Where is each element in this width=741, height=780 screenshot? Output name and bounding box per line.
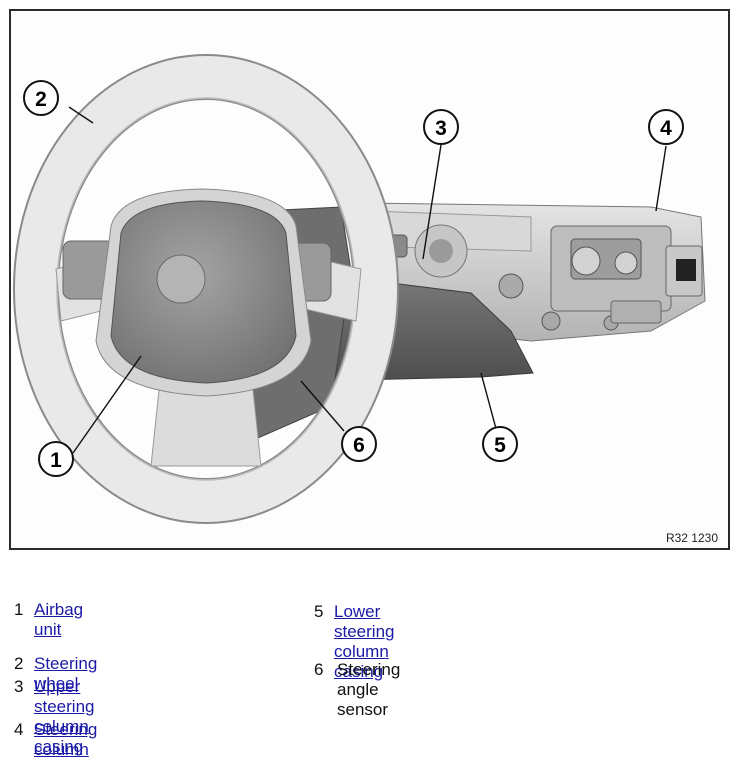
- callout-5-number: 5: [494, 434, 506, 457]
- legend-number: 4: [14, 720, 24, 739]
- steering-column-link[interactable]: Steering column: [34, 720, 98, 759]
- callout-6-number: 6: [353, 434, 365, 457]
- legend-number: 1: [14, 600, 24, 619]
- steering-wheel-shape: [13, 54, 399, 524]
- callout-2-number: 2: [35, 88, 47, 111]
- callout-3-number: 3: [435, 117, 447, 140]
- steering-wheel-link[interactable]: Steering wheel: [34, 654, 98, 693]
- legend-number: 3: [14, 677, 24, 696]
- callout-2: 2: [23, 80, 59, 116]
- diagram-figure: 1 2 3 4 5 6 R32 1230: [9, 9, 730, 550]
- callout-3: 3: [423, 109, 459, 145]
- callout-4: 4: [648, 109, 684, 145]
- callout-6: 6: [341, 426, 377, 462]
- callout-4-number: 4: [660, 117, 672, 140]
- callout-5: 5: [482, 426, 518, 462]
- legend-number: 6: [314, 660, 324, 679]
- legend-number: 2: [14, 654, 24, 673]
- steering-column-shape: [498, 225, 703, 331]
- steering-assembly-illustration: 1 2 3 4 5 6: [13, 54, 706, 524]
- figure-reference: R32 1230: [665, 531, 718, 545]
- legend-number: 5: [314, 602, 324, 621]
- callout-1-number: 1: [50, 449, 62, 472]
- steering-angle-sensor-label: Steering angle sensor: [337, 660, 401, 719]
- airbag-unit-link[interactable]: Airbag unit: [34, 600, 84, 639]
- lower-casing-link[interactable]: Lower steering column casing: [334, 602, 395, 681]
- callout-1: 1: [38, 441, 74, 477]
- leader-lines: [68, 106, 667, 454]
- upper-casing-link[interactable]: Upper steering column casing: [34, 677, 95, 756]
